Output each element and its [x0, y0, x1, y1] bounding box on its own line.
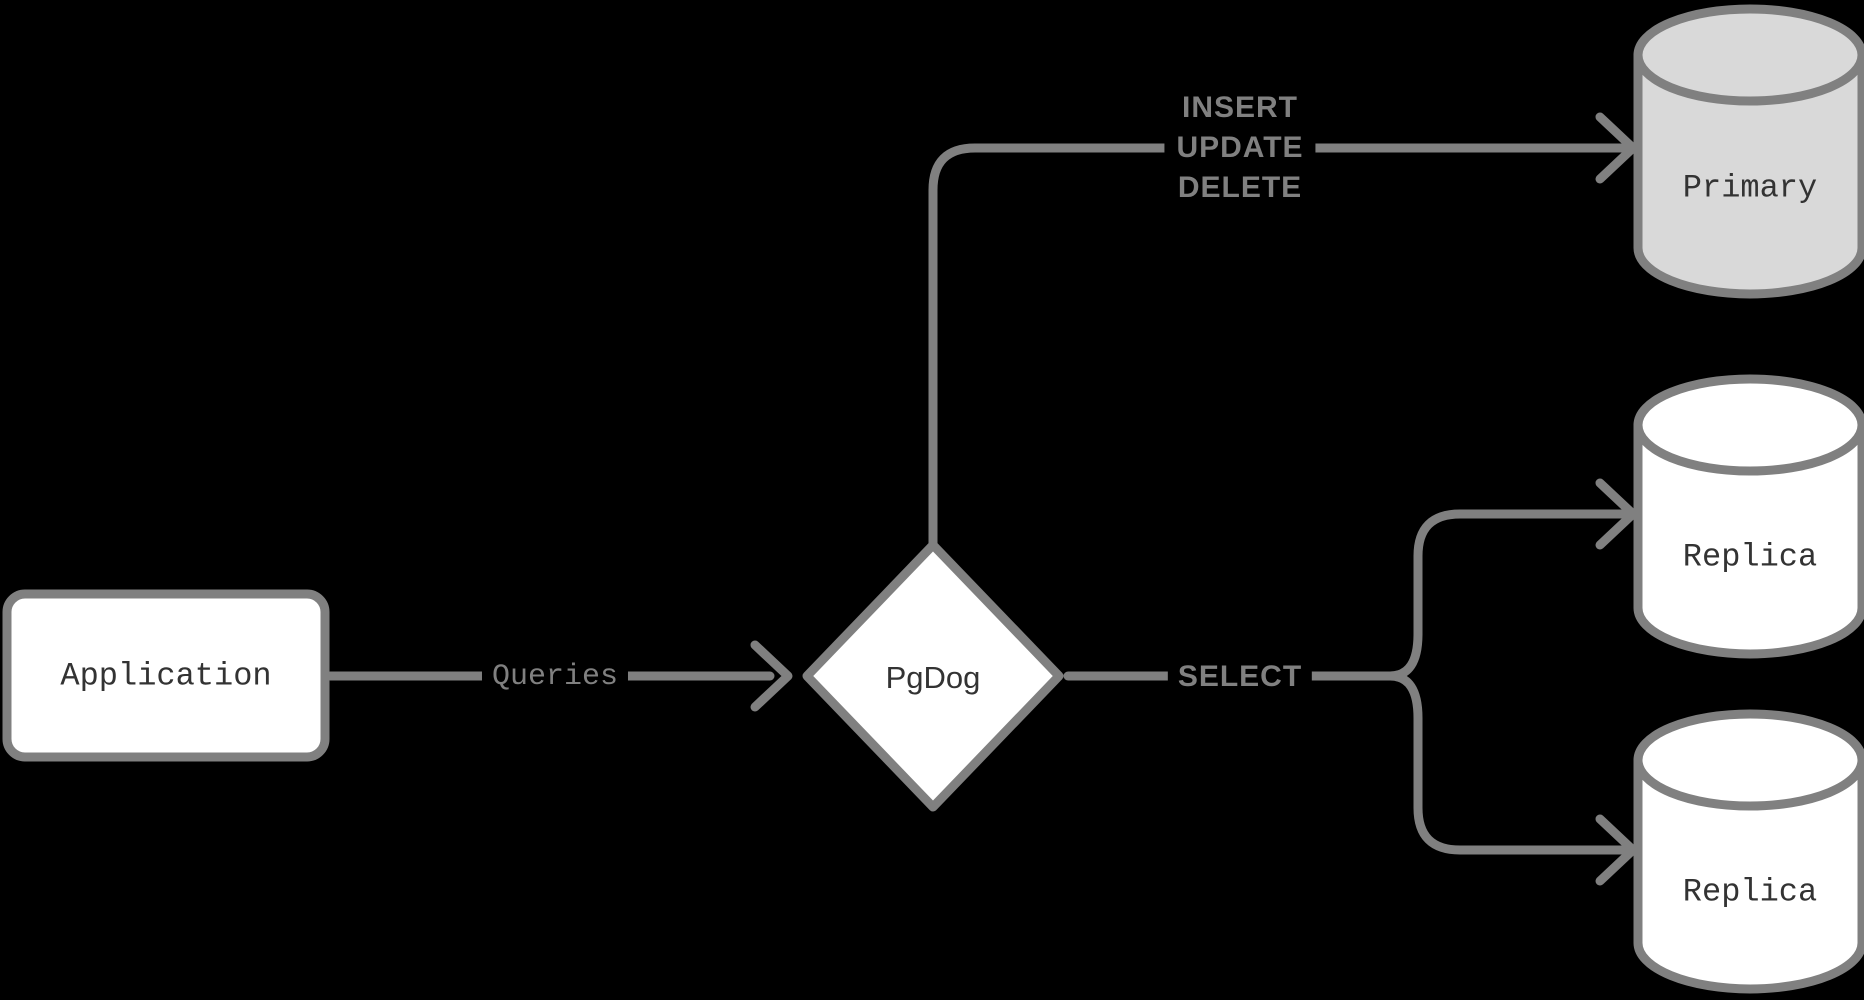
node-primary-shape[interactable] [1633, 4, 1864, 299]
node-pgdog-shape[interactable] [802, 540, 1064, 812]
edge-label-write-ops: INSERT UPDATE DELETE [1164, 91, 1316, 205]
arrowhead-app-to-pgdog [750, 640, 793, 712]
edge-label-select: SELECT [1167, 660, 1313, 694]
node-replica-bottom-shape[interactable] [1633, 709, 1864, 994]
edge-label-delete: DELETE [1177, 171, 1303, 204]
edge-label-queries: Queries [481, 660, 629, 694]
edge-select-to-replica-top [1385, 509, 1630, 681]
node-application-shape[interactable] [2, 589, 330, 762]
edge-pgdog-to-primary [928, 143, 1630, 550]
arrowhead-pgdog-to-primary [1595, 112, 1638, 184]
node-replica-top-shape[interactable] [1633, 374, 1864, 659]
arrowhead-select-to-replica-top [1595, 478, 1638, 550]
arrowhead-select-to-replica-bottom [1595, 814, 1638, 886]
edge-select-to-replica-bottom [1385, 671, 1630, 855]
edge-label-insert: INSERT [1181, 91, 1298, 124]
edge-label-update: UPDATE [1176, 131, 1304, 164]
